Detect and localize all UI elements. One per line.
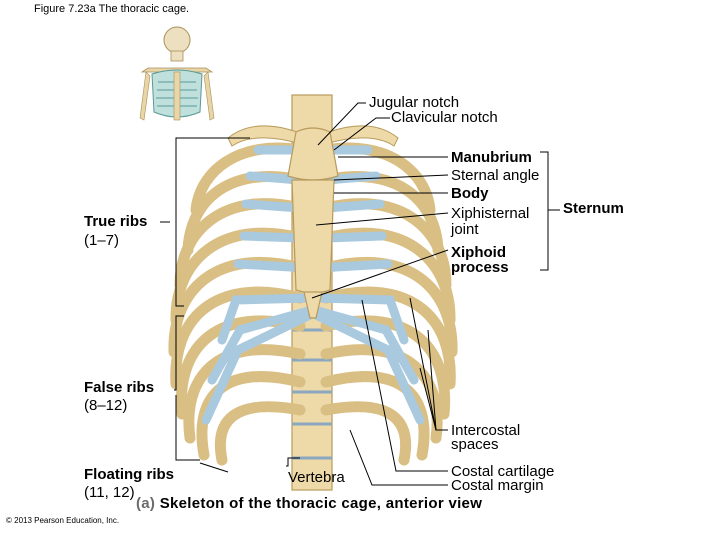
label-costal-margin: Costal margin — [451, 477, 544, 494]
copyright-notice: © 2013 Pearson Education, Inc. — [6, 516, 120, 525]
label-costal-cartilage: Costal cartilage — [451, 463, 555, 480]
label-jugular-notch: Jugular notch — [369, 94, 460, 111]
label-true-ribs-range: (1–7) — [84, 232, 120, 249]
label-manubrium: Manubrium — [451, 149, 532, 166]
label-false-ribs-range: (8–12) — [84, 397, 128, 414]
skeleton-thumbnail — [139, 26, 215, 121]
label-xiphisternal: Xiphisternal — [451, 205, 530, 222]
label-sternum: Sternum — [563, 200, 624, 217]
figure-caption: (a) Skeleton of the thoracic cage, anter… — [136, 496, 482, 511]
sternum-bone — [287, 127, 339, 319]
label-process: process — [451, 259, 509, 276]
label-floating-ribs: Floating ribs — [84, 466, 174, 483]
label-false-ribs: False ribs — [84, 379, 155, 396]
label-floating-ribs-range: (11, 12) — [84, 484, 135, 501]
leader-lines — [160, 102, 560, 486]
label-joint: joint — [451, 221, 479, 238]
ribs-right — [320, 142, 458, 466]
label-vertebra: Vertebra — [288, 469, 345, 486]
label-true-ribs: True ribs — [84, 213, 148, 230]
label-intercostal: Intercostal — [451, 422, 521, 439]
label-body: Body — [451, 185, 489, 202]
label-sternal-angle: Sternal angle — [451, 167, 540, 184]
figure-title: Figure 7.23a The thoracic cage. — [34, 3, 190, 15]
label-clavicular-notch: Clavicular notch — [391, 109, 498, 126]
label-xiphoid: Xiphoid — [451, 244, 506, 261]
label-spaces: spaces — [451, 436, 499, 453]
caption-text: Skeleton of the thoracic cage, anterior … — [155, 495, 483, 512]
caption-tag: (a) — [136, 495, 156, 512]
